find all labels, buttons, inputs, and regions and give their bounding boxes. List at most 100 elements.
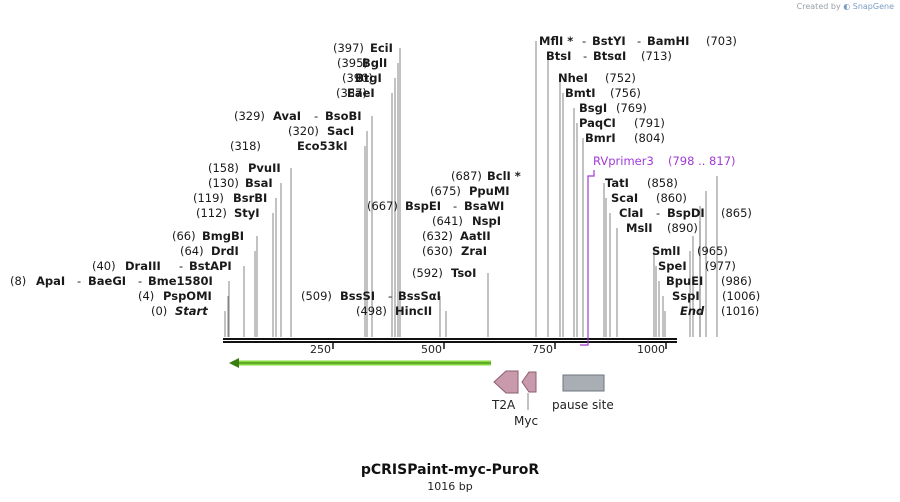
site-separator: - bbox=[453, 199, 457, 213]
site-label-bspei[interactable]: (667)BspEI-BsaWI bbox=[367, 199, 504, 213]
site-label-bsssi[interactable]: (509)BssSI-BssSαI bbox=[301, 289, 441, 303]
site-name-3: BamHI bbox=[647, 34, 689, 48]
site-label-clai[interactable]: (865)ClaI-BspDI bbox=[619, 206, 752, 220]
site-position: (130) bbox=[208, 176, 239, 190]
site-position: (320) bbox=[288, 124, 319, 138]
site-position: (395) bbox=[337, 56, 368, 70]
site-label-saci[interactable]: (320) SacI bbox=[288, 124, 354, 138]
site-label-ppumi[interactable]: (675)PpuMI bbox=[430, 184, 510, 198]
site-name: BclI * bbox=[487, 169, 521, 183]
site-name: SmlI bbox=[652, 244, 681, 258]
site-label-ecii[interactable]: (397)EciI bbox=[333, 41, 393, 55]
site-label-bsai[interactable]: (130)BsaI bbox=[208, 176, 273, 190]
site-position: (66) bbox=[172, 229, 196, 243]
site-label-tati[interactable]: (858)TatI bbox=[605, 176, 678, 190]
site-name: ScaI bbox=[611, 191, 638, 205]
site-label-draiii[interactable]: (40)DraIII-BstAPI bbox=[92, 259, 232, 273]
site-position: (158) bbox=[208, 161, 239, 175]
site-label-styi[interactable]: (112)StyI bbox=[196, 206, 260, 220]
site-label-spei[interactable]: (977)SpeI bbox=[658, 259, 736, 273]
site-name: SspI bbox=[672, 289, 700, 303]
t2a-feature[interactable]: T2A bbox=[491, 370, 519, 412]
site-position: (387) bbox=[336, 86, 367, 100]
site-position: (498) bbox=[356, 304, 387, 318]
site-label-pvuii[interactable]: (158) PvuII bbox=[208, 161, 281, 175]
site-label-msli[interactable]: (890)MslI bbox=[626, 221, 698, 235]
site-name: PpuMI bbox=[469, 184, 510, 198]
site-label-smli[interactable]: (965) SmlI bbox=[652, 244, 728, 258]
site-label-bmri[interactable]: (804)BmrI bbox=[585, 131, 665, 145]
site-name: EaeI bbox=[347, 86, 375, 100]
site-name: NspI bbox=[472, 214, 501, 228]
site-label-bcli[interactable]: (687)BclI * bbox=[451, 169, 521, 183]
site-name-2: BtsαI bbox=[593, 49, 626, 63]
site-label-bgli[interactable]: (395)BglI bbox=[337, 56, 387, 70]
site-position: (667) bbox=[367, 199, 398, 213]
site-name: BmtI bbox=[565, 86, 596, 100]
site-name: BsgI bbox=[579, 101, 607, 115]
site-separator: - bbox=[314, 109, 318, 123]
site-name-2: BaeGI bbox=[88, 274, 126, 288]
site-label-aatii[interactable]: (632)AatII bbox=[422, 229, 491, 243]
site-label-start[interactable]: (0)Start bbox=[151, 304, 208, 318]
site-label-eco53ki[interactable]: (318)Eco53kI bbox=[230, 139, 348, 153]
site-position: (986) bbox=[721, 274, 752, 288]
site-label-mfli[interactable]: (703)MflI *-BstYI-BamHI bbox=[539, 34, 737, 48]
site-separator: - bbox=[138, 274, 142, 288]
site-name: BspEI bbox=[405, 199, 441, 213]
site-label-nhei[interactable]: (752)NheI bbox=[558, 71, 636, 85]
site-position: (40) bbox=[92, 259, 116, 273]
site-label-tsoi[interactable]: (592) TsoI bbox=[412, 266, 476, 280]
site-position: (977) bbox=[705, 259, 736, 273]
ruler-label-500: 500 bbox=[421, 343, 442, 356]
site-name: AvaI bbox=[273, 109, 301, 123]
pause-site-feature[interactable]: pause site bbox=[552, 374, 614, 412]
site-name: SacI bbox=[327, 124, 354, 138]
site-label-bsrbi[interactable]: (119)BsrBI bbox=[193, 191, 267, 205]
site-label-pspomi[interactable]: (4)PspOMI bbox=[138, 289, 212, 303]
site-separator: - bbox=[582, 34, 586, 48]
site-name: TsoI bbox=[451, 266, 476, 280]
site-label-nspi[interactable]: (641)NspI bbox=[432, 214, 501, 228]
sequence-backbone bbox=[223, 338, 677, 343]
site-label-avai[interactable]: (329)AvaI-BsoBI bbox=[234, 109, 362, 123]
site-label-btsi[interactable]: (713)BtsI-BtsαI bbox=[546, 49, 672, 63]
site-label-end[interactable]: (1016)End bbox=[680, 304, 759, 318]
site-name: BglI bbox=[362, 56, 387, 70]
site-label-bpuei[interactable]: (986)BpuEI bbox=[666, 274, 752, 288]
site-name: TatI bbox=[605, 176, 629, 190]
site-position: (752) bbox=[605, 71, 636, 85]
site-label-bsgi[interactable]: (769) BsgI bbox=[579, 101, 647, 115]
site-label-bmti[interactable]: (756)BmtI bbox=[565, 86, 641, 100]
site-position: (769) bbox=[616, 101, 647, 115]
site-position: (630) bbox=[422, 244, 453, 258]
primer-rvprimer3[interactable]: RVprimer3 (798 .. 817) bbox=[580, 154, 736, 346]
site-leader-lines bbox=[224, 41, 718, 337]
site-label-bmgbi[interactable]: (66)BmgBI bbox=[172, 229, 244, 243]
plasmid-size: 1016 bp bbox=[427, 480, 473, 493]
site-label-eaei[interactable]: (387)EaeI bbox=[336, 86, 375, 100]
site-name-2: BstYI bbox=[592, 34, 626, 48]
ruler-label-750: 750 bbox=[532, 343, 553, 356]
myc-feature[interactable]: Myc bbox=[514, 371, 538, 428]
site-label-zrai[interactable]: (630)ZraI bbox=[422, 244, 487, 258]
site-label-apai[interactable]: (8)ApaI-BaeGI-Bme1580I bbox=[10, 274, 213, 288]
site-label-btgi[interactable]: (390)BtgI bbox=[342, 71, 382, 85]
site-label-scai[interactable]: (860) ScaI bbox=[611, 191, 687, 205]
site-position: (112) bbox=[196, 206, 227, 220]
site-separator: - bbox=[656, 206, 660, 220]
site-position: (318) bbox=[230, 139, 261, 153]
site-name: BsrBI bbox=[233, 191, 267, 205]
site-label-hincii[interactable]: (498)HincII bbox=[356, 304, 432, 318]
site-label-drdi[interactable]: (64)DrdI bbox=[180, 244, 239, 258]
site-position: (713) bbox=[641, 49, 672, 63]
site-name: ClaI bbox=[619, 206, 643, 220]
site-position: (965) bbox=[697, 244, 728, 258]
site-position: (592) bbox=[412, 266, 443, 280]
site-label-sspi[interactable]: (1006)SspI bbox=[672, 289, 760, 303]
primer-name: RVprimer3 bbox=[593, 154, 654, 168]
site-label-paqci[interactable]: (791)PaqCI bbox=[579, 116, 665, 130]
site-name: PvuII bbox=[248, 161, 281, 175]
site-position: (860) bbox=[656, 191, 687, 205]
puror-feature-arrow[interactable] bbox=[229, 358, 491, 368]
